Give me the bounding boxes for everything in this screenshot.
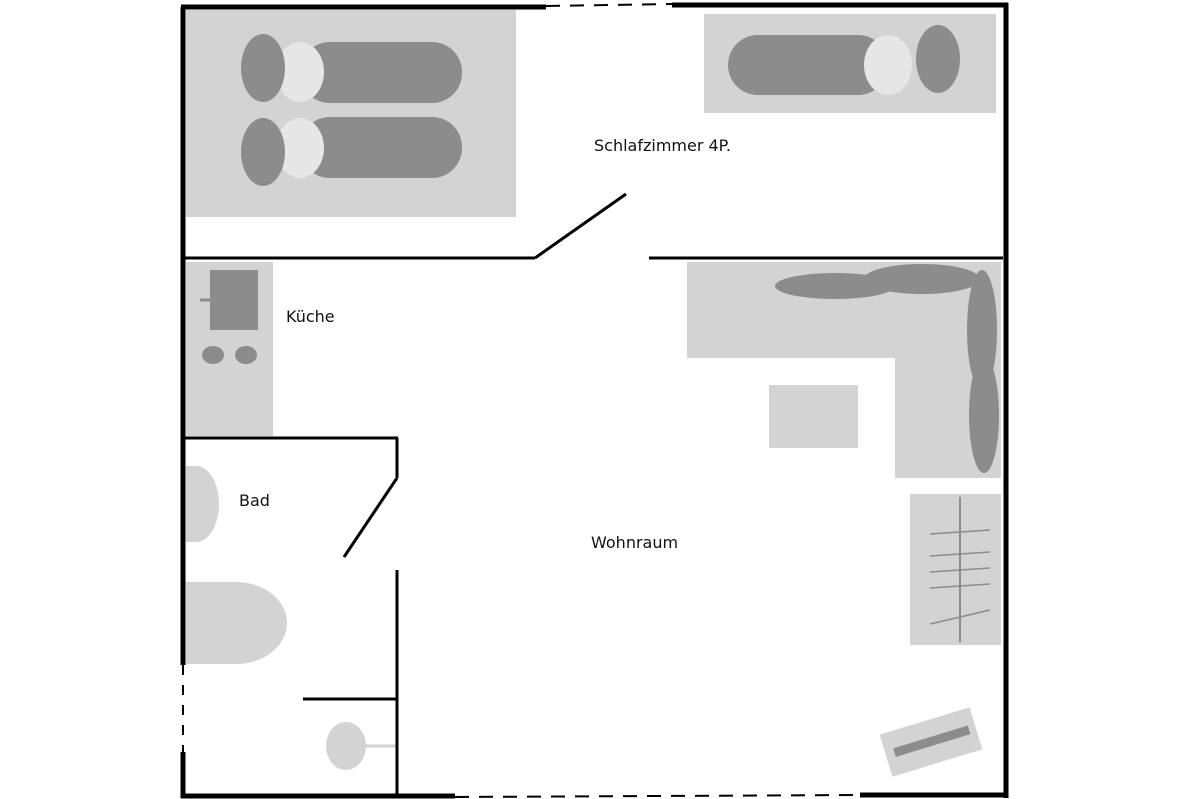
room-label-kueche: Küche (286, 307, 335, 326)
shelf (910, 494, 1001, 645)
room-label-schlafzimmer: Schlafzimmer 4P. (594, 136, 731, 155)
bunk-bed-left (186, 10, 516, 217)
toilet (186, 582, 287, 664)
tv-stand (879, 707, 983, 777)
kitchen-counter (186, 262, 273, 436)
coffee-table (769, 385, 858, 448)
corner-sofa (687, 262, 1001, 478)
room-label-bad: Bad (239, 491, 270, 510)
washbasin (186, 466, 219, 542)
bed-right (704, 14, 996, 113)
room-label-wohnraum: Wohnraum (591, 533, 679, 552)
walls (180, 2, 1009, 799)
shower (326, 722, 396, 770)
